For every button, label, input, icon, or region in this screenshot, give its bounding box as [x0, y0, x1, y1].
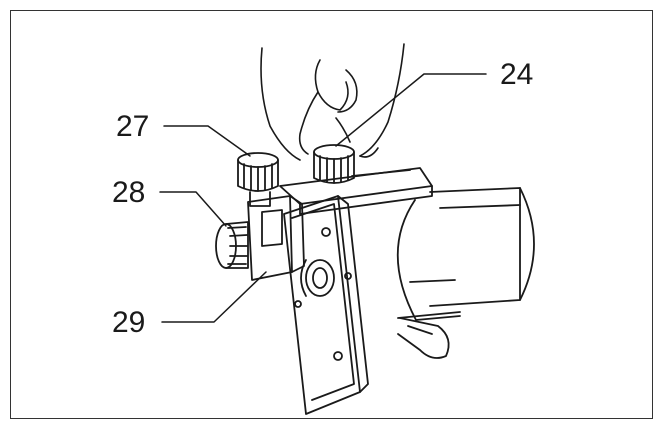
leader-24 — [335, 73, 487, 147]
leader-27 — [163, 125, 251, 157]
knob-24 — [313, 144, 355, 184]
callout-27: 27 — [116, 110, 149, 143]
callout-28: 28 — [112, 176, 145, 209]
leader-29 — [161, 271, 267, 323]
slide-block — [247, 195, 305, 281]
lock-lever — [397, 317, 450, 359]
knob-28 — [215, 221, 249, 269]
callout-24: 24 — [500, 58, 533, 91]
leader-lines — [159, 73, 487, 323]
knob-27 — [237, 152, 279, 207]
base-plate — [283, 195, 369, 415]
callout-29: 29 — [112, 306, 145, 339]
illustration-frame — [10, 10, 653, 419]
leader-28 — [159, 191, 227, 227]
hand-fingers — [260, 43, 405, 161]
motor-housing — [396, 187, 535, 321]
